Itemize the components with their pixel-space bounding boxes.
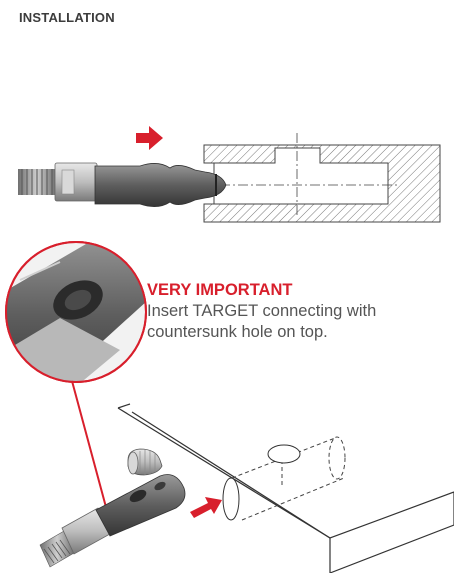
red-arrow-icon xyxy=(190,497,222,518)
connector-bolt-drawing-angled xyxy=(39,474,186,568)
top-cross-section-drawing xyxy=(203,133,441,223)
important-notice: VERY IMPORTANT Insert TARGET connecting … xyxy=(147,280,447,343)
notice-body-line-2: countersunk hole on top. xyxy=(147,323,328,341)
bottom-panel-drawing xyxy=(117,403,454,573)
notice-body-line-1: Insert TARGET connecting with xyxy=(147,302,377,320)
connector-bolt-drawing xyxy=(18,162,227,207)
red-arrow-icon xyxy=(136,126,163,150)
detail-magnifier xyxy=(5,241,147,523)
knurled-cap-drawing xyxy=(127,448,163,476)
page-title: INSTALLATION xyxy=(19,10,115,25)
notice-title: VERY IMPORTANT xyxy=(147,281,293,299)
